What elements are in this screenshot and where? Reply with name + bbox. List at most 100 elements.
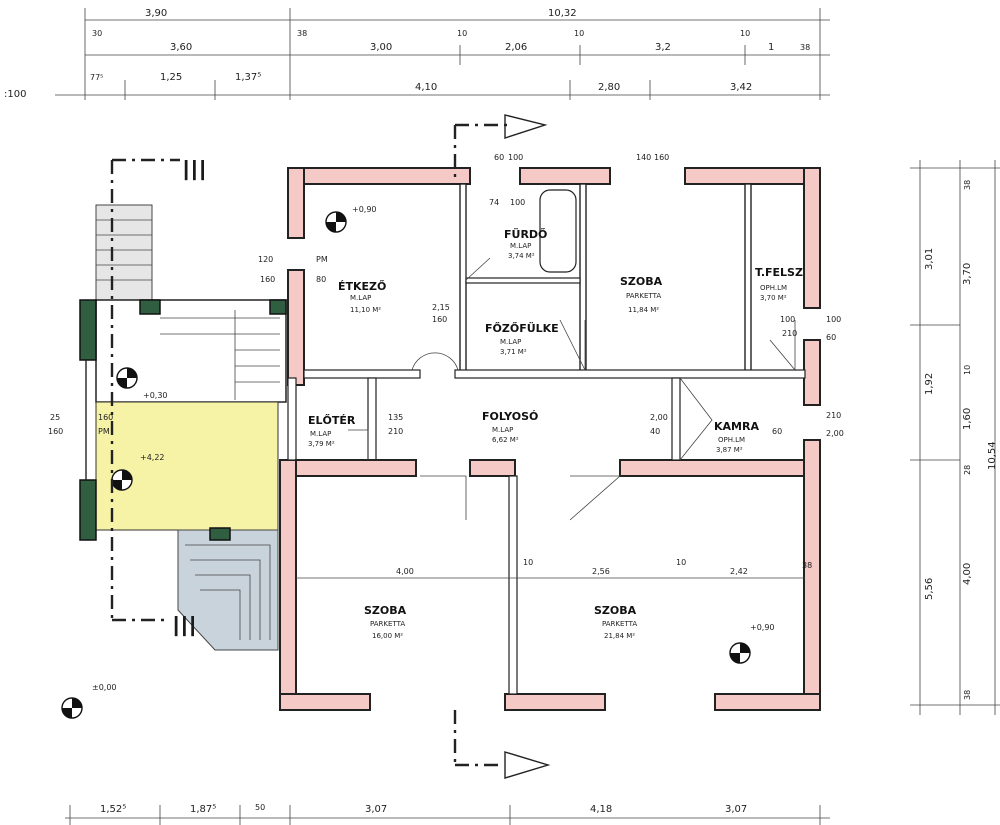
room-name-1: FÜRDŐ: [504, 227, 547, 241]
room-folyoso: FOLYOSÓ M.LAP 6,62 M²: [482, 410, 538, 444]
dim-bottom-2: 1,87⁵: [190, 804, 216, 815]
opening-5: 74: [489, 198, 499, 207]
dim-top-r2-7: 10: [574, 29, 584, 38]
level-marker-4: [729, 642, 751, 664]
outer-walls: [279, 167, 821, 711]
entry-stair-treads: [96, 219, 152, 281]
room-floor-9: PARKETTA: [602, 620, 637, 628]
dim-top-r3-4: 4,10: [415, 82, 437, 93]
opening-1: 60: [494, 153, 504, 162]
room-kamra: KAMRA OPH.LM 3,87 M²: [714, 420, 759, 454]
bottom-dimension-lines: [65, 805, 830, 825]
left-column-bottom: [79, 479, 97, 541]
room-area-8: 16,00 M²: [372, 632, 403, 640]
room-area-5: 3,79 M²: [308, 440, 335, 448]
room-name-6: FOLYOSÓ: [482, 410, 538, 423]
dim-top-r3-3: 1,37⁵: [235, 72, 261, 83]
room-floor-7: OPH.LM: [718, 436, 745, 444]
room-area-1: 3,74 M²: [508, 252, 535, 260]
opening-19: 2,00: [650, 413, 668, 422]
opening-8: 160: [260, 275, 275, 284]
opening-20: 40: [650, 427, 660, 436]
column-bottom: [209, 527, 231, 541]
room-area-0: 11,10 M²: [350, 306, 381, 314]
dim-top-r3-5: 2,80: [598, 82, 620, 93]
scale-label: :100: [4, 89, 26, 100]
door-swings: [348, 240, 796, 521]
interior-dim-5: 2,42: [730, 567, 748, 576]
room-szoba-1: SZOBA PARKETTA 11,84 M²: [620, 275, 663, 314]
interior-dim-6: 38: [802, 561, 812, 570]
dim-top-r2-8: 3,2: [655, 42, 671, 53]
interior-dim-4: 10: [676, 558, 686, 567]
opening-16: 60: [826, 333, 836, 342]
dim-bottom-3: 50: [255, 803, 265, 812]
room-area-2: 3,71 M²: [500, 348, 527, 356]
opening-4: 160: [654, 153, 669, 162]
dim-bottom-4: 3,07: [365, 804, 387, 815]
opening-3: 140: [636, 153, 651, 162]
room-floor-4: OPH.LM: [760, 284, 787, 292]
dim-right-3: 5,56: [924, 578, 935, 600]
dim-top-r2-11: 38: [800, 43, 810, 52]
room-name-7: KAMRA: [714, 420, 759, 433]
dim-top-r2-4: 3,00: [370, 42, 392, 53]
opening-25: 160: [48, 427, 63, 436]
room-fozofulke: FŐZŐFÜLKE M.LAP 3,71 M²: [485, 321, 559, 356]
dim-bottom-5: 4,18: [590, 804, 612, 815]
opening-18: 210: [388, 427, 403, 436]
room-floor-3: PARKETTA: [626, 292, 661, 300]
room-name-5: ELŐTÉR: [308, 413, 356, 427]
level-text-2: +0,30: [143, 391, 168, 400]
room-name-4: T.FELSZ: [755, 266, 803, 279]
dim-top-r2-1: 30: [92, 29, 102, 38]
opening-15: 100: [826, 315, 841, 324]
room-area-9: 21,84 M²: [604, 632, 635, 640]
section-mark-2: III: [172, 610, 197, 643]
room-area-4: 3,70 M²: [760, 294, 787, 302]
level-text-1: +0,90: [352, 205, 377, 214]
opening-24: 25: [50, 413, 60, 422]
room-name-0: ÉTKEZŐ: [338, 279, 386, 293]
level-text-4: +0,90: [750, 623, 775, 632]
dim-top-r2-6: 2,06: [505, 42, 527, 53]
internal-stair-treads: [160, 310, 280, 400]
room-eloter: ELŐTÉR M.LAP 3,79 M²: [308, 413, 356, 448]
interior-dim-3: 2,56: [592, 567, 610, 576]
room-floor-6: M.LAP: [492, 426, 513, 434]
dim-right-9: 4,00: [962, 563, 973, 585]
section-mark-1: III: [182, 154, 207, 187]
dim-right-4: 38: [963, 180, 972, 190]
room-tfelsz: T.FELSZ OPH.LM 3,70 M²: [755, 266, 803, 302]
opening-14: 210: [782, 329, 797, 338]
room-floor-0: M.LAP: [350, 294, 371, 302]
room-area-3: 11,84 M²: [628, 306, 659, 314]
column-right: [269, 299, 287, 315]
dim-top-r2-9: 10: [740, 29, 750, 38]
dim-top-2: 10,32: [548, 8, 577, 19]
dim-right-10: 38: [963, 690, 972, 700]
dim-right-2: 1,92: [924, 373, 935, 395]
opening-10: 80: [316, 275, 326, 284]
room-floor-8: PARKETTA: [370, 620, 405, 628]
room-etkezo: ÉTKEZŐ M.LAP 11,10 M²: [338, 279, 386, 314]
opening-11: 2,15: [432, 303, 450, 312]
dim-right-1: 3,01: [924, 248, 935, 270]
dim-right-11: 10,54: [987, 441, 998, 470]
outer-stair-treads: [185, 544, 271, 640]
section-lines: [110, 114, 551, 779]
dim-top-r2-5: 10: [457, 29, 467, 38]
level-text-5: ±0,00: [92, 683, 117, 692]
opening-21: 210: [826, 411, 841, 420]
room-floor-5: M.LAP: [310, 430, 331, 438]
terrace-area: [95, 401, 279, 531]
dim-right-7: 1,60: [962, 408, 973, 430]
opening-17: 135: [388, 413, 403, 422]
opening-9: PM: [316, 255, 328, 264]
opening-23: 60: [772, 427, 782, 436]
interior-dim-2: 10: [523, 558, 533, 567]
room-furdo: FÜRDŐ M.LAP 3,74 M²: [504, 227, 547, 260]
opening-22: 2,00: [826, 429, 844, 438]
level-marker-5: [61, 697, 83, 719]
